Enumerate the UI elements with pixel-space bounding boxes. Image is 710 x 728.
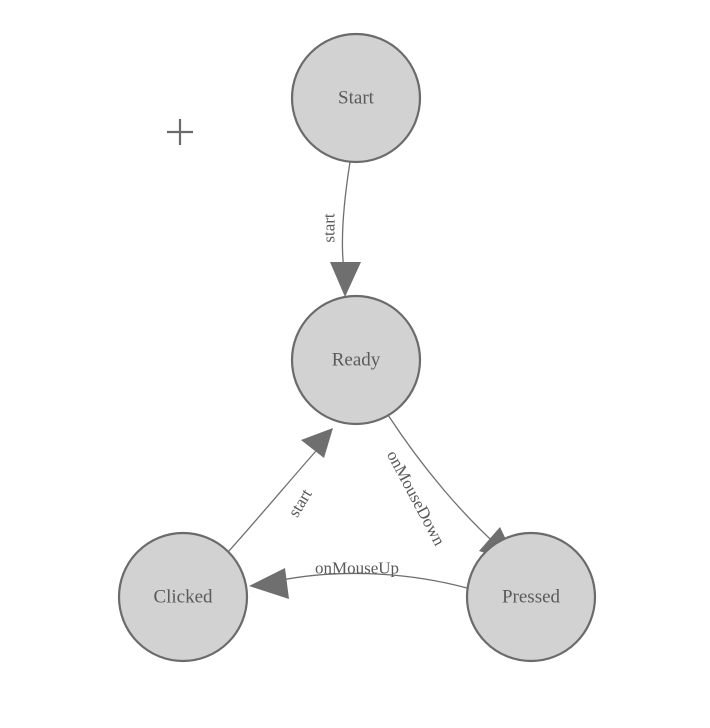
state-node-ready-circle[interactable] — [290, 294, 422, 426]
state-node-start-circle[interactable] — [290, 32, 422, 164]
edge-clicked-to-ready-arrowhead — [301, 428, 333, 458]
state-node-clicked[interactable]: Clicked — [117, 531, 249, 663]
edge-ready-to-pressed[interactable]: onMouseDown — [383, 414, 517, 563]
state-node-clicked-label: Clicked — [153, 587, 213, 608]
state-node-ready-label: Ready — [332, 350, 381, 371]
state-node-start-label: Start — [338, 88, 375, 109]
edge-clicked-to-ready-label: start — [284, 485, 316, 520]
edge-ready-to-pressed-path — [387, 414, 501, 549]
edge-start-to-ready[interactable]: start — [320, 161, 362, 297]
edge-start-to-ready-label: start — [320, 213, 339, 243]
state-node-ready[interactable]: Ready — [290, 294, 422, 426]
edge-pressed-to-clicked[interactable]: onMouseUp — [249, 559, 468, 600]
crosshair-icon — [167, 119, 193, 145]
edge-ready-to-pressed-label: onMouseDown — [383, 447, 449, 549]
edge-clicked-to-ready-path — [227, 450, 317, 553]
edge-clicked-to-ready[interactable]: start — [227, 428, 333, 553]
state-node-pressed-label: Pressed — [502, 587, 561, 608]
edge-pressed-to-clicked-path — [276, 572, 468, 589]
state-node-clicked-circle[interactable] — [117, 531, 249, 663]
state-node-start[interactable]: Start — [290, 32, 422, 164]
state-node-pressed[interactable]: Pressed — [465, 531, 597, 663]
state-node-pressed-circle[interactable] — [465, 531, 597, 663]
edge-pressed-to-clicked-label: onMouseUp — [315, 559, 399, 578]
edge-pressed-to-clicked-arrowhead — [249, 568, 289, 599]
edge-start-to-ready-path — [341, 161, 351, 271]
edge-start-to-ready-arrowhead — [330, 262, 361, 297]
